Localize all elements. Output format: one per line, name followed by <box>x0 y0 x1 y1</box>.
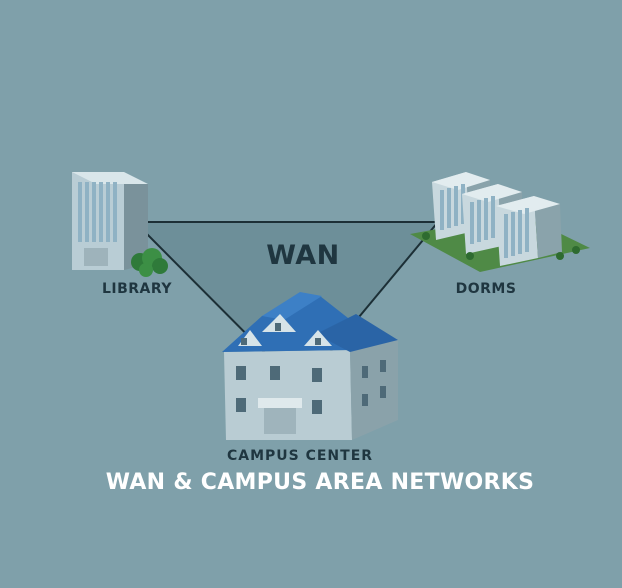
library-label: LIBRARY <box>101 281 173 297</box>
campus-center-building-icon <box>222 292 398 440</box>
dorms-building-icon <box>410 172 590 272</box>
wan-label: WAN <box>266 240 340 271</box>
diagram-caption: WAN & CAMPUS AREA NETWORKS <box>105 470 535 495</box>
dorms-label: DORMS <box>455 281 517 297</box>
library-building-icon <box>72 172 168 277</box>
campus-center-label: CAMPUS CENTER <box>226 448 374 464</box>
